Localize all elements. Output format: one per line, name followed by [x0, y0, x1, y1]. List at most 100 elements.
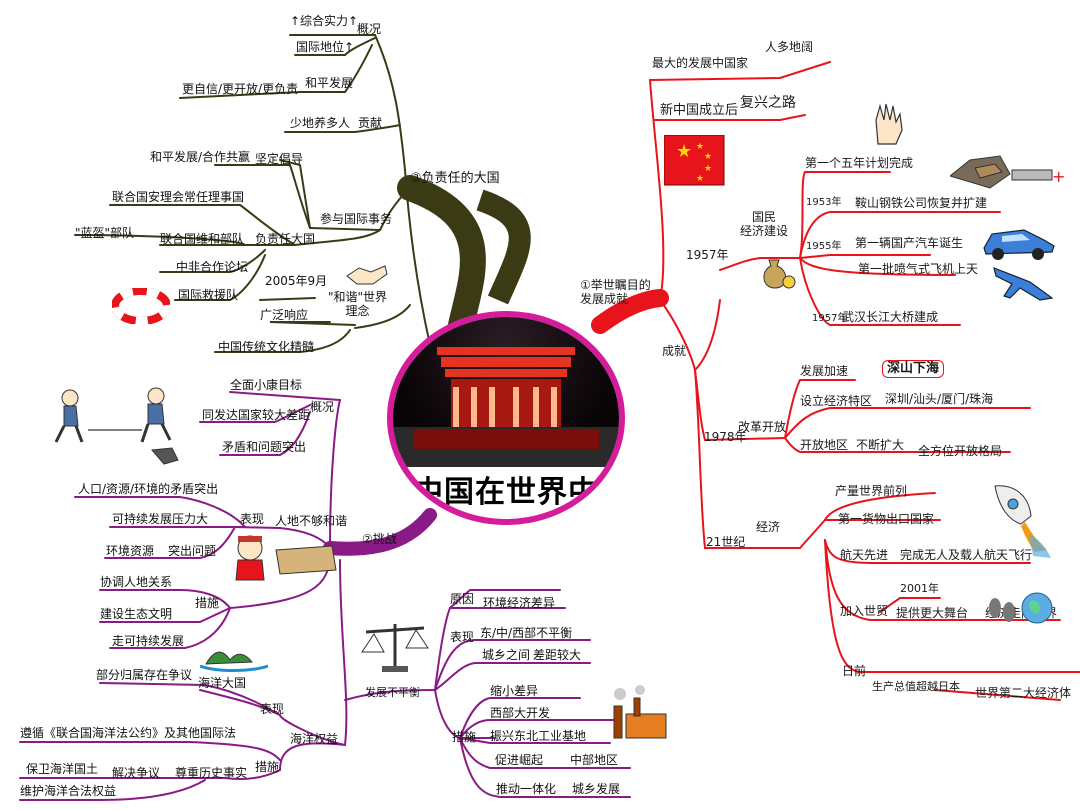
ocean-item: 遵循《联合国海洋法公约》及其他国际法: [20, 726, 236, 740]
svg-text:★: ★: [696, 142, 704, 152]
factory-icon: [610, 684, 670, 742]
ocean-item: 海洋大国: [198, 676, 246, 690]
svg-text:★: ★: [704, 152, 712, 162]
c21-item: 产量世界前列: [835, 484, 907, 498]
success-label: 成就: [662, 344, 686, 358]
challenge-overview-item: 全面小康目标: [230, 378, 302, 392]
conflict-cuoshi: 措施: [195, 596, 219, 610]
svg-text:★: ★: [676, 141, 692, 162]
y1978-item: 开放地区: [800, 438, 848, 452]
achievement-item: 人多地阔: [765, 40, 813, 54]
y1978-item: 深山下海: [882, 360, 944, 378]
pavilion-icon: [393, 317, 619, 467]
stance-item: 和平发展/合作共赢: [150, 150, 250, 164]
y1957-item: 1953年: [806, 196, 841, 210]
footprint-icon: [985, 590, 1055, 626]
imbalance-biaoxian: 表现: [450, 630, 474, 644]
car-icon: [980, 222, 1058, 262]
imbalance-item: 推动一体化: [496, 782, 556, 796]
rocket-icon: [985, 480, 1057, 560]
stance-label: 坚定倡导: [255, 152, 303, 166]
y1957-label: 1957年: [686, 248, 729, 262]
overview-item: 和平发展: [305, 76, 353, 90]
svg-text:+: +: [1052, 167, 1065, 186]
branch-responsible-label: ③负责任的大国: [410, 172, 500, 186]
big-power-item: 国际救援队: [178, 288, 238, 302]
big-power-item: "蓝盔"部队: [75, 226, 134, 240]
c21-item: 加入世贸: [840, 604, 888, 618]
conflict-item: 突出问题: [168, 544, 216, 558]
conflict-item: 可持续发展压力大: [112, 512, 208, 526]
c21-item: 世界第二大经济体: [975, 686, 1071, 700]
c21-econ: 经济: [756, 520, 780, 534]
contribution-item: 少地养多人: [290, 116, 350, 130]
contribution-label: 贡献: [358, 116, 382, 130]
big-power-item: 中非合作论坛: [176, 260, 248, 274]
big-power-item: 联合国安理会常任理事国: [112, 190, 244, 204]
imbalance-cuoshi: 措施: [452, 730, 476, 744]
harmony-label: "和谐"世界 理念: [328, 290, 387, 318]
imbalance-yuanyin: 原因: [450, 592, 474, 606]
truck-icon: +: [950, 148, 1070, 198]
svg-text:★: ★: [696, 174, 704, 184]
branch-challenge-label: ②挑战: [362, 532, 397, 546]
ocean-item: 维护海洋合法权益: [20, 784, 116, 798]
overview-item: 国际地位↑: [296, 40, 354, 54]
imbalance-item: 城乡发展: [572, 782, 620, 796]
y1978-item: 设立经济特区: [800, 394, 872, 408]
y1957-item: 第一辆国产汽车诞生: [855, 236, 963, 250]
ocean-item: 尊重历史事实: [175, 766, 247, 780]
overview-label: 概况: [357, 22, 381, 36]
y1978-reform: 改革开放: [738, 420, 786, 434]
achievement-item: 最大的发展中国家: [652, 56, 748, 70]
lifebuoy-icon: [112, 288, 170, 324]
c21-label: 21世纪: [706, 535, 745, 549]
c21-item: 航天先进: [840, 548, 888, 562]
y1957-item: 武汉长江大桥建成: [842, 310, 938, 324]
y1957-item: 第一批喷气式飞机上天: [858, 262, 978, 276]
challenge-overview-item: 同发达国家较大差距: [202, 408, 310, 422]
imbalance-item: 环境经济差异: [483, 596, 555, 610]
achievement-item: 新中国成立后: [660, 104, 738, 118]
big-power-label: 负责任大国: [255, 232, 315, 246]
flag-icon: ★ ★ ★ ★ ★: [664, 135, 726, 187]
imbalance-item: 促进崛起: [495, 753, 543, 767]
y1957-item: 鞍山钢铁公司恢复并扩建: [855, 196, 987, 210]
ocean-cuoshi: 措施: [255, 760, 279, 774]
challenge-overview-item: 矛盾和问题突出: [222, 440, 306, 454]
y1957-item: 1955年: [806, 240, 841, 254]
challenge-overview-label: 概况: [310, 400, 334, 414]
conflict-item: 走可持续发展: [112, 634, 184, 648]
branch-achievement-label: ①举世瞩目的 发展成就: [580, 278, 651, 306]
c21-item: 提供更大舞台: [896, 606, 968, 620]
svg-text:★: ★: [704, 164, 712, 174]
balance-scale-icon: [360, 618, 430, 674]
conflict-biaoxian: 表现: [240, 512, 264, 526]
handshake-icon: [345, 262, 389, 288]
ocean-item: 保卫海洋国土: [26, 762, 98, 776]
conflict-item: 环境资源: [106, 544, 154, 558]
conflict-item: 人口/资源/环境的矛盾突出: [78, 482, 218, 496]
ocean-biaoxian: 表现: [260, 702, 284, 716]
c21-item: 生产总值超越日本: [872, 680, 960, 694]
imbalance-item: 东/中/西部不平衡: [480, 626, 572, 640]
ocean-item: 解决争议: [112, 766, 160, 780]
hand-icon: [872, 100, 906, 146]
ocean-label: 海洋权益: [290, 732, 338, 746]
affairs-label: 参与国际事务: [320, 212, 392, 226]
center-title: 中国在世界中: [393, 467, 619, 511]
conflict-item: 建设生态文明: [100, 607, 172, 621]
imbalance-item: 振兴东北工业基地: [490, 729, 586, 743]
y1978-item: 全方位开放格局: [918, 444, 1002, 458]
y1978-item: 不断扩大: [856, 438, 904, 452]
y1978-item: 深圳/汕头/厦门/珠海: [885, 392, 993, 406]
imbalance-item: 缩小差异: [490, 684, 538, 698]
imbalance-item: 差距较大: [533, 648, 581, 662]
imbalance-item: 城乡之间: [482, 648, 530, 662]
center-node: 中国在世界中: [387, 311, 625, 525]
big-power-item: 联合国维和部队: [160, 232, 244, 246]
island-icon: [200, 646, 268, 672]
ocean-item: 部分归属存在争议: [96, 668, 192, 682]
y1957-item: 第一个五年计划完成: [805, 156, 913, 170]
